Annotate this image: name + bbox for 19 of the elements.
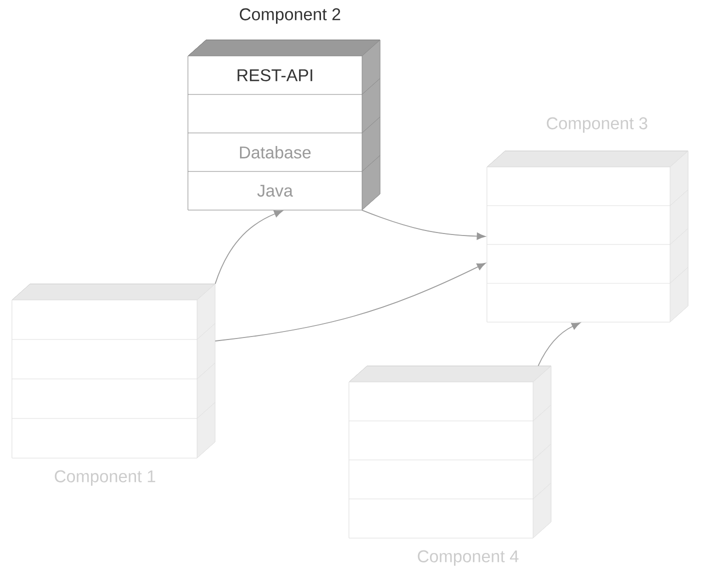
layer-box <box>12 323 216 380</box>
layer-box: REST-API <box>188 40 380 95</box>
layer-box <box>12 402 216 458</box>
layer-box <box>486 150 688 206</box>
layer-box <box>486 228 688 284</box>
layer-box <box>348 404 552 460</box>
layer-box <box>348 366 552 422</box>
arrow <box>362 210 486 240</box>
layer-box <box>12 284 216 340</box>
layer-box <box>486 267 688 322</box>
layer-box <box>486 190 688 245</box>
layer-box: Database <box>188 116 380 172</box>
arrow <box>214 262 486 342</box>
component-title: Component 2 <box>240 8 340 24</box>
layer-box <box>348 482 552 538</box>
layer-box <box>12 362 216 419</box>
arrow <box>538 322 580 366</box>
layer-box <box>348 444 552 500</box>
arrow <box>214 210 283 284</box>
